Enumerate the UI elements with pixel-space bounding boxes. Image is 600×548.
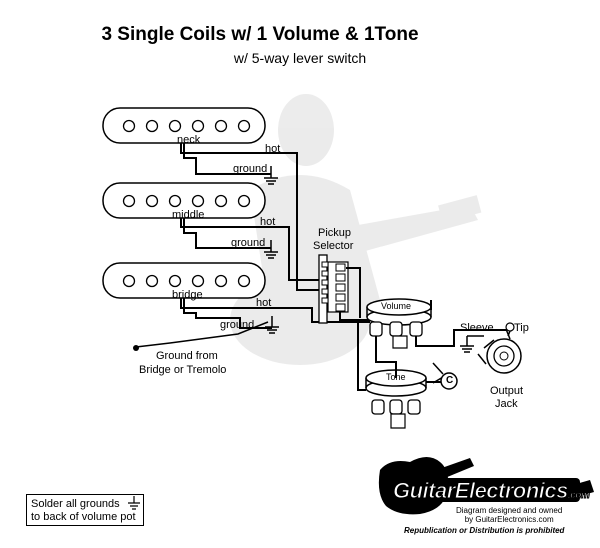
republication-notice: Republication or Distribution is prohibi…: [404, 526, 565, 535]
ground-from-label-line1: Ground from: [156, 350, 218, 362]
volume-pot: [366, 298, 432, 349]
bridge-label: bridge: [172, 289, 203, 301]
selector-label-line1: Pickup: [318, 227, 352, 239]
bridge-ground-label: ground: [220, 319, 255, 331]
diagram-title: 3 Single Coils w/ 1 Volume & 1Tone: [101, 24, 419, 45]
credit-line2: by GuitarElectronics.com: [464, 515, 554, 524]
capacitor: [432, 362, 458, 390]
volume-ground: [460, 335, 484, 353]
output-jack: [477, 322, 522, 374]
diagram-subtitle: w/ 5-way lever switch: [233, 50, 367, 66]
selector-output-wire: [339, 267, 370, 321]
note-ground-symbol: [128, 496, 140, 510]
pickup-selector: [318, 254, 349, 324]
tone-label: Tone: [386, 372, 406, 382]
credit-line1: Diagram designed and owned: [456, 506, 563, 515]
logo-credit: Diagram designed and owned by GuitarElec…: [456, 506, 562, 524]
middle-label: middle: [172, 209, 205, 221]
sleeve-label: Sleeve: [460, 322, 494, 334]
background-watermark: [230, 94, 482, 365]
bridge-ground-dot: [133, 345, 139, 351]
selector-label-line2: Selector: [313, 240, 354, 252]
bridge-pickup: [102, 262, 266, 299]
capacitor-label: C: [446, 375, 454, 386]
brand-tld: .com: [567, 490, 590, 502]
neck-ground-label: ground: [233, 163, 268, 175]
solder-note: Solder all grounds to back of volume pot: [26, 494, 144, 526]
neck-hot-label: hot: [265, 143, 281, 155]
volume-label: Volume: [381, 301, 412, 311]
jack-label: Jack: [495, 398, 518, 410]
pickup-wires: [180, 143, 370, 329]
middle-pickup: [102, 182, 266, 219]
middle-hot-label: hot: [260, 216, 276, 228]
brand-logo-text: GuitarElectronics.com: [393, 478, 591, 504]
brand-name: GuitarElectronics: [393, 478, 569, 504]
bridge-hot-label: hot: [256, 297, 272, 309]
neck-pickup: [102, 107, 266, 144]
guitar-logo: [378, 457, 594, 515]
ground-symbols: [264, 166, 279, 334]
tone-pot: [365, 369, 427, 429]
tip-label: Tip: [514, 322, 529, 334]
output-label: Output: [490, 385, 524, 397]
note-line2: to back of volume pot: [31, 511, 136, 523]
ground-from-label-line2: Bridge or Tremolo: [139, 364, 227, 376]
bridge-ground-wire: [135, 321, 269, 348]
neck-label: neck: [177, 134, 201, 146]
middle-ground-label: ground: [231, 237, 266, 249]
note-line1: Solder all grounds: [31, 498, 120, 510]
